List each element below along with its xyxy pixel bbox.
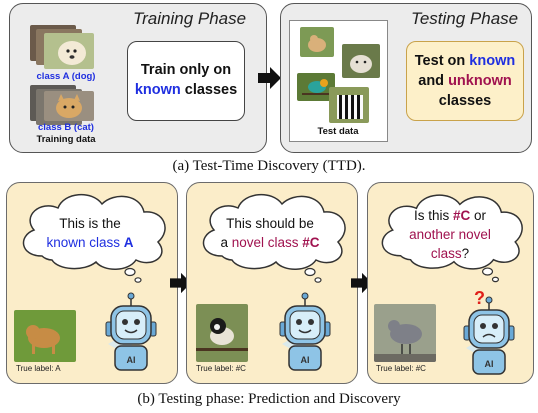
training-phase-title: Training Phase — [133, 9, 247, 28]
test-known-word: known — [469, 53, 516, 69]
test-and-word: and — [418, 73, 445, 89]
panel-discovery-cloud-text: Is this #C or another novel class? — [380, 206, 520, 263]
robot-ai-label: AI — [485, 359, 494, 369]
panel-discovery-q: ? — [461, 246, 470, 261]
panel-discovery-bird-photo — [374, 304, 436, 362]
panel-known-line1: This is the — [59, 216, 121, 231]
class-b-label: class B (cat) — [38, 122, 94, 133]
training-cat-photo — [44, 91, 94, 121]
panel-known-cloud-text: This is the known class A — [20, 214, 160, 252]
robot-icon: AI — [463, 296, 515, 375]
panel-discovery-true-label: True label: #C — [376, 364, 426, 373]
panel-discovery-is: Is this — [413, 208, 450, 223]
train-only-text: Train only on known classes — [127, 60, 245, 100]
test-cat-photo — [342, 44, 380, 78]
panel-known-class-word: known class — [46, 235, 121, 250]
test-data-label: Test data — [317, 126, 359, 137]
panel-known-dog-photo — [14, 310, 76, 362]
robot-ai-label: AI — [301, 355, 310, 365]
testing-phase-title: Testing Phase — [411, 9, 519, 28]
test-on-box — [406, 41, 524, 121]
arrow-right-icon — [170, 272, 192, 294]
robot-ai-label: AI — [127, 355, 136, 365]
panel-novel-class-word: novel class — [231, 235, 299, 250]
thought-cloud-icon — [202, 194, 346, 283]
thought-cloud-icon — [381, 194, 523, 283]
train-only-box — [127, 41, 245, 121]
panel-known-class-a: A — [123, 235, 134, 250]
panel-novel-class-c: #C — [302, 235, 320, 250]
arrow-right-icon — [258, 67, 281, 89]
panel-discovery-class: class — [430, 246, 462, 261]
test-on-prefix: Test on — [414, 53, 466, 69]
training-data-label: Training data — [36, 134, 96, 145]
test-dog-photo — [300, 27, 334, 57]
training-dog-photo — [44, 33, 94, 69]
train-classes-word: classes — [184, 82, 238, 98]
question-mark-icon: ? — [474, 288, 485, 308]
panel-discovery-or: or — [474, 208, 487, 223]
test-bird-photo — [297, 73, 335, 101]
train-only-line1: Train only on — [140, 62, 232, 78]
caption-a: (a) Test-Time Discovery (TTD). — [172, 158, 366, 174]
panel-known-true-label: True label: A — [16, 364, 61, 373]
panel-novel-true-label: True label: #C — [196, 364, 246, 373]
panel-novel-cloud-text: This should be a novel class #C — [200, 214, 340, 252]
test-classes-word: classes — [438, 93, 492, 109]
test-unknown-word: unknown — [448, 73, 512, 89]
thought-cloud-icon — [22, 194, 166, 283]
robot-icon: AI — [105, 292, 157, 371]
class-a-label: class A (dog) — [36, 71, 96, 82]
arrow-right-icon — [351, 272, 373, 294]
panel-discovery-another: another novel — [409, 227, 491, 242]
panel-novel-line1: This should be — [226, 216, 314, 231]
panel-discovery-class-c: #C — [452, 208, 471, 223]
panel-novel-bird-photo — [196, 304, 248, 362]
caption-b: (b) Testing phase: Prediction and Discov… — [137, 391, 401, 407]
test-zebra-photo — [329, 87, 369, 123]
train-known-word: known — [134, 82, 181, 98]
test-on-text: Test on known and unknown classes — [406, 51, 524, 111]
robot-icon: AI — [279, 292, 331, 371]
panel-novel-a: a — [220, 235, 228, 250]
